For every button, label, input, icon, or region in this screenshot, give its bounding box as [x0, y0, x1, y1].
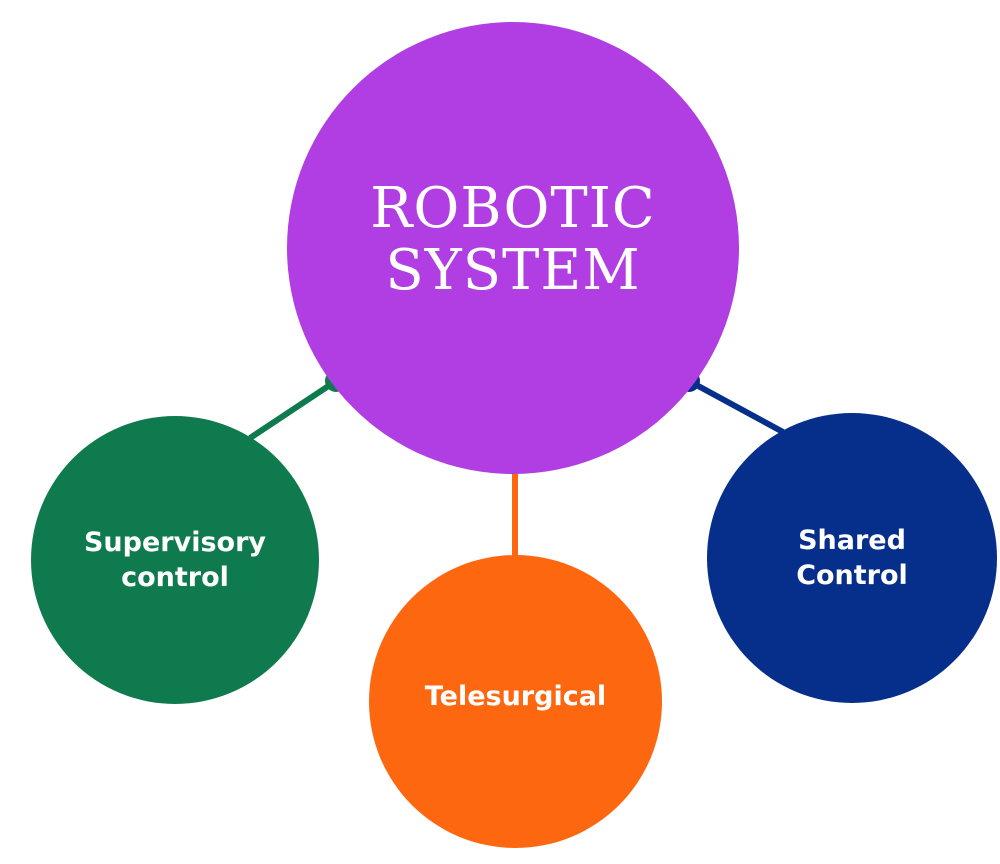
- connector-supervisory: [248, 378, 338, 441]
- node-shared-control: Shared Control: [707, 413, 997, 703]
- node-supervisory-control: Supervisory control: [31, 416, 319, 704]
- node-telesurgical-label: Telesurgical: [424, 681, 607, 712]
- node-supervisory-label: Supervisory control: [83, 527, 266, 593]
- node-telesurgical: Telesurgical: [369, 555, 662, 848]
- connector-shared: [687, 378, 785, 435]
- center-node-robotic-system: ROBOTIC SYSTEM: [287, 22, 739, 474]
- center-node-label: ROBOTIC SYSTEM: [370, 176, 656, 303]
- node-shared-label: Shared Control: [796, 525, 908, 591]
